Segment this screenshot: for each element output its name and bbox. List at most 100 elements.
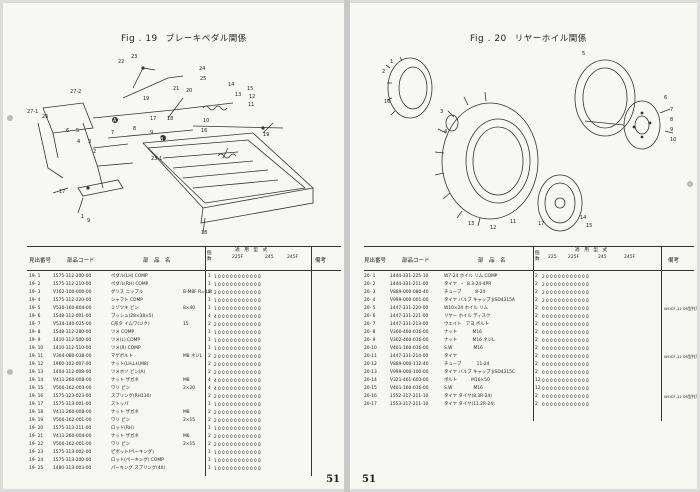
cell-code: V411-260-008-00	[53, 378, 92, 383]
cell-applicability: 4 0 0 0 0 0 0 0 0 0 0 0	[214, 314, 261, 319]
cell-ref: 19- 18	[29, 410, 44, 415]
svg-text:13: 13	[235, 92, 241, 98]
svg-text:23: 23	[131, 54, 137, 60]
cell-qty: 1	[208, 402, 211, 407]
cell-code: V401-160-016-00	[390, 386, 429, 391]
cell-ref: 20- 2	[364, 282, 376, 287]
svg-text:1: 1	[390, 59, 393, 65]
cell-qty: 2	[208, 290, 211, 295]
cell-ref: 19- 10	[29, 346, 44, 351]
svg-text:17: 17	[538, 221, 544, 227]
cell-qty: 1	[208, 274, 211, 279]
cell-name: ナット ザガネ	[111, 410, 139, 415]
cell-name: ツメホソ ピン(A)	[111, 370, 146, 375]
cell-ref: 20- 3	[364, 290, 376, 295]
cell-name: ナット M16	[444, 330, 482, 335]
cell-name: グリス ニップル	[111, 290, 144, 295]
cell-spec: 2×20	[183, 386, 196, 391]
cell-code: V534-140-025-00	[53, 322, 92, 327]
cell-code: 1480-313-003-00	[53, 466, 92, 471]
svg-text:14: 14	[228, 82, 234, 88]
cell-name: タイヤ バルブ キャップ JISD4315C	[444, 370, 515, 375]
col-header-code: 部品コード	[67, 258, 95, 264]
cell-ref: 20-15	[364, 386, 377, 391]
cell-name: ツメ(R) COMP	[111, 346, 141, 351]
cell-code: V302-460-016-00	[390, 338, 429, 343]
svg-text:4: 4	[77, 139, 80, 145]
cell-ref: 20- 8	[364, 330, 376, 335]
cell-applicability: 0 0 0 0 0 0 0 0 0 0 0 0	[542, 314, 589, 319]
svg-text:17: 17	[150, 116, 156, 122]
cell-applicability: 2 0 0 0 0 0 0 0 0 0 0 0	[214, 418, 261, 423]
cell-applicability: 1 0 0 0 0 0 0 0 0 0 0 0	[214, 274, 261, 279]
col-header-model: 225F	[568, 255, 580, 260]
cell-name: ツメ COMP	[111, 330, 135, 335]
cell-ref: 19- 24	[29, 458, 44, 463]
table-column-rule	[533, 246, 534, 421]
cell-ref: 20-14	[364, 378, 377, 383]
cell-code: 1548-312-001-00	[53, 314, 92, 319]
cell-code: 1444-331-211-00	[390, 282, 429, 287]
cell-qty: 2	[535, 362, 538, 367]
svg-text:11: 11	[248, 102, 254, 108]
cell-applicability: 2 0 0 0 0 0 0 0 0 0 0 0	[214, 290, 261, 295]
svg-text:27-1: 27-1	[27, 109, 38, 115]
cell-ref: 19- 11	[29, 354, 44, 359]
cell-code: 1548-312-280-00	[53, 330, 92, 335]
svg-text:8: 8	[670, 117, 673, 123]
cell-qty: 2	[535, 402, 538, 407]
cell-ref: 19- 25	[29, 466, 44, 471]
cell-name: ボルト M16×50	[444, 378, 490, 383]
cell-name: W10×24 ホイル リム	[444, 306, 488, 311]
cell-code: 1444-331-225-10	[390, 274, 429, 279]
col-header-ref: 見出番号	[364, 258, 387, 264]
cell-name: ツメ(L) COMP	[111, 338, 141, 343]
cell-code: V304-080-038-00	[53, 354, 92, 359]
table-column-rule	[661, 246, 662, 421]
cell-note: WOCF-12 06型共用	[664, 354, 697, 359]
cell-applicability: 1 0 0 0 0 0 0 0 0 0 0 0	[214, 298, 261, 303]
cell-name: ミゾツキ ピン	[111, 306, 139, 311]
cell-code: V162-100-000-00	[53, 290, 92, 295]
cell-qty: 1	[208, 338, 211, 343]
cell-name: パーキング スプリング(40)	[111, 466, 166, 471]
cell-applicability: 2 0 0 0 0 0 0 0 0 0 0 0	[542, 298, 589, 303]
svg-text:9: 9	[150, 130, 153, 136]
cell-applicability: 1 0 0 0 0 0 0 0 0 0 0 0	[214, 450, 261, 455]
cell-qty: 1	[208, 426, 211, 431]
svg-text:19: 19	[143, 96, 149, 102]
cell-qty: 2	[208, 362, 211, 367]
cell-name: ワリ ピン	[111, 418, 130, 423]
cell-applicability: 2 0 0 0 0 0 0 0 0 0 0 0	[214, 354, 261, 359]
cell-ref: 19- 8	[29, 330, 41, 335]
cell-spec: 2×15	[183, 418, 196, 423]
table-column-rule	[311, 246, 312, 476]
svg-text:8: 8	[133, 126, 136, 132]
svg-text:9: 9	[87, 218, 90, 224]
svg-text:18: 18	[167, 116, 173, 122]
svg-text:10: 10	[670, 137, 676, 143]
cell-ref: 20- 6	[364, 314, 376, 319]
cell-name: ペダル(RH) COMP	[111, 282, 149, 287]
cell-qty: 4	[208, 378, 211, 383]
cell-name: タイヤ バルブ キャップ JISD4315A	[444, 298, 515, 303]
cell-code: 1447-331-214-00	[390, 354, 429, 359]
cell-qty: 2	[208, 370, 211, 375]
cell-qty: 2	[535, 306, 538, 311]
cell-code: V500-162-001-00	[53, 442, 92, 447]
cell-name: ピボット(ペーキング)	[111, 450, 154, 455]
cell-spec: M8 ネジL	[183, 354, 203, 359]
cell-spec: M8	[183, 410, 190, 415]
binding-hole	[7, 115, 13, 121]
cell-qty: 1	[208, 346, 211, 351]
svg-text:6: 6	[66, 128, 69, 134]
cell-qty: 2	[535, 298, 538, 303]
